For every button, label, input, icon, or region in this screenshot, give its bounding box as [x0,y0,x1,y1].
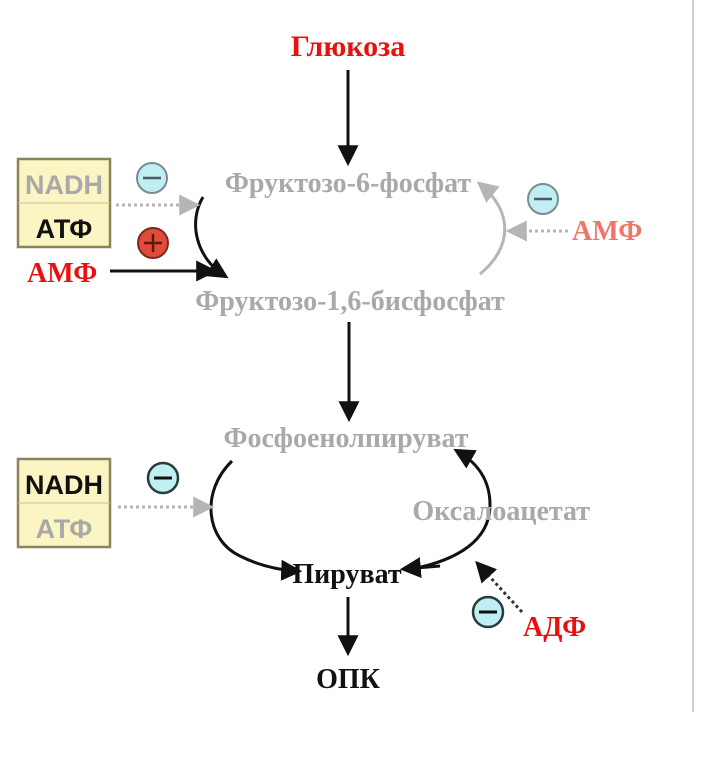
arrow-pyruvate-to-oaa-to-pep [411,448,492,571]
arrow-f16bp-to-f6p [476,181,507,276]
arrow-into-pyruvate [399,557,441,579]
lower-box-atf: АТФ [36,514,93,544]
adp-inhibition-line [475,560,524,614]
amp-right-inhibit-sign [527,183,559,215]
oaa-label: Оксалоацетат [412,496,590,527]
arrow-pep-to-pyruvate [209,459,303,581]
lower-box-nadh: NADH [25,470,103,500]
adp-inhibit-sign [471,595,505,629]
upper-box-nadh: NADH [25,170,103,200]
upper-box-atf: АТФ [36,214,93,244]
amp-activate-sign [137,227,169,259]
amp-left-label: АМФ [27,258,97,289]
pep-label: Фосфоенолпируват [224,423,469,454]
opk-label: ОПК [316,664,381,695]
f6p-label: Фруктозо-6-фосфат [225,168,472,199]
f16bp-label: Фруктозо-1,6-бисфосфат [195,286,505,317]
amp-right-label: АМФ [572,216,642,247]
adp-label: АДФ [523,612,586,643]
arrow-f6p-to-f16bp [194,196,229,279]
glucose-label: Глюкоза [291,30,405,63]
lower-inhibit-sign [146,461,180,495]
upper-inhibit-sign [136,162,168,194]
pyruvate-label: Пируват [292,559,402,590]
